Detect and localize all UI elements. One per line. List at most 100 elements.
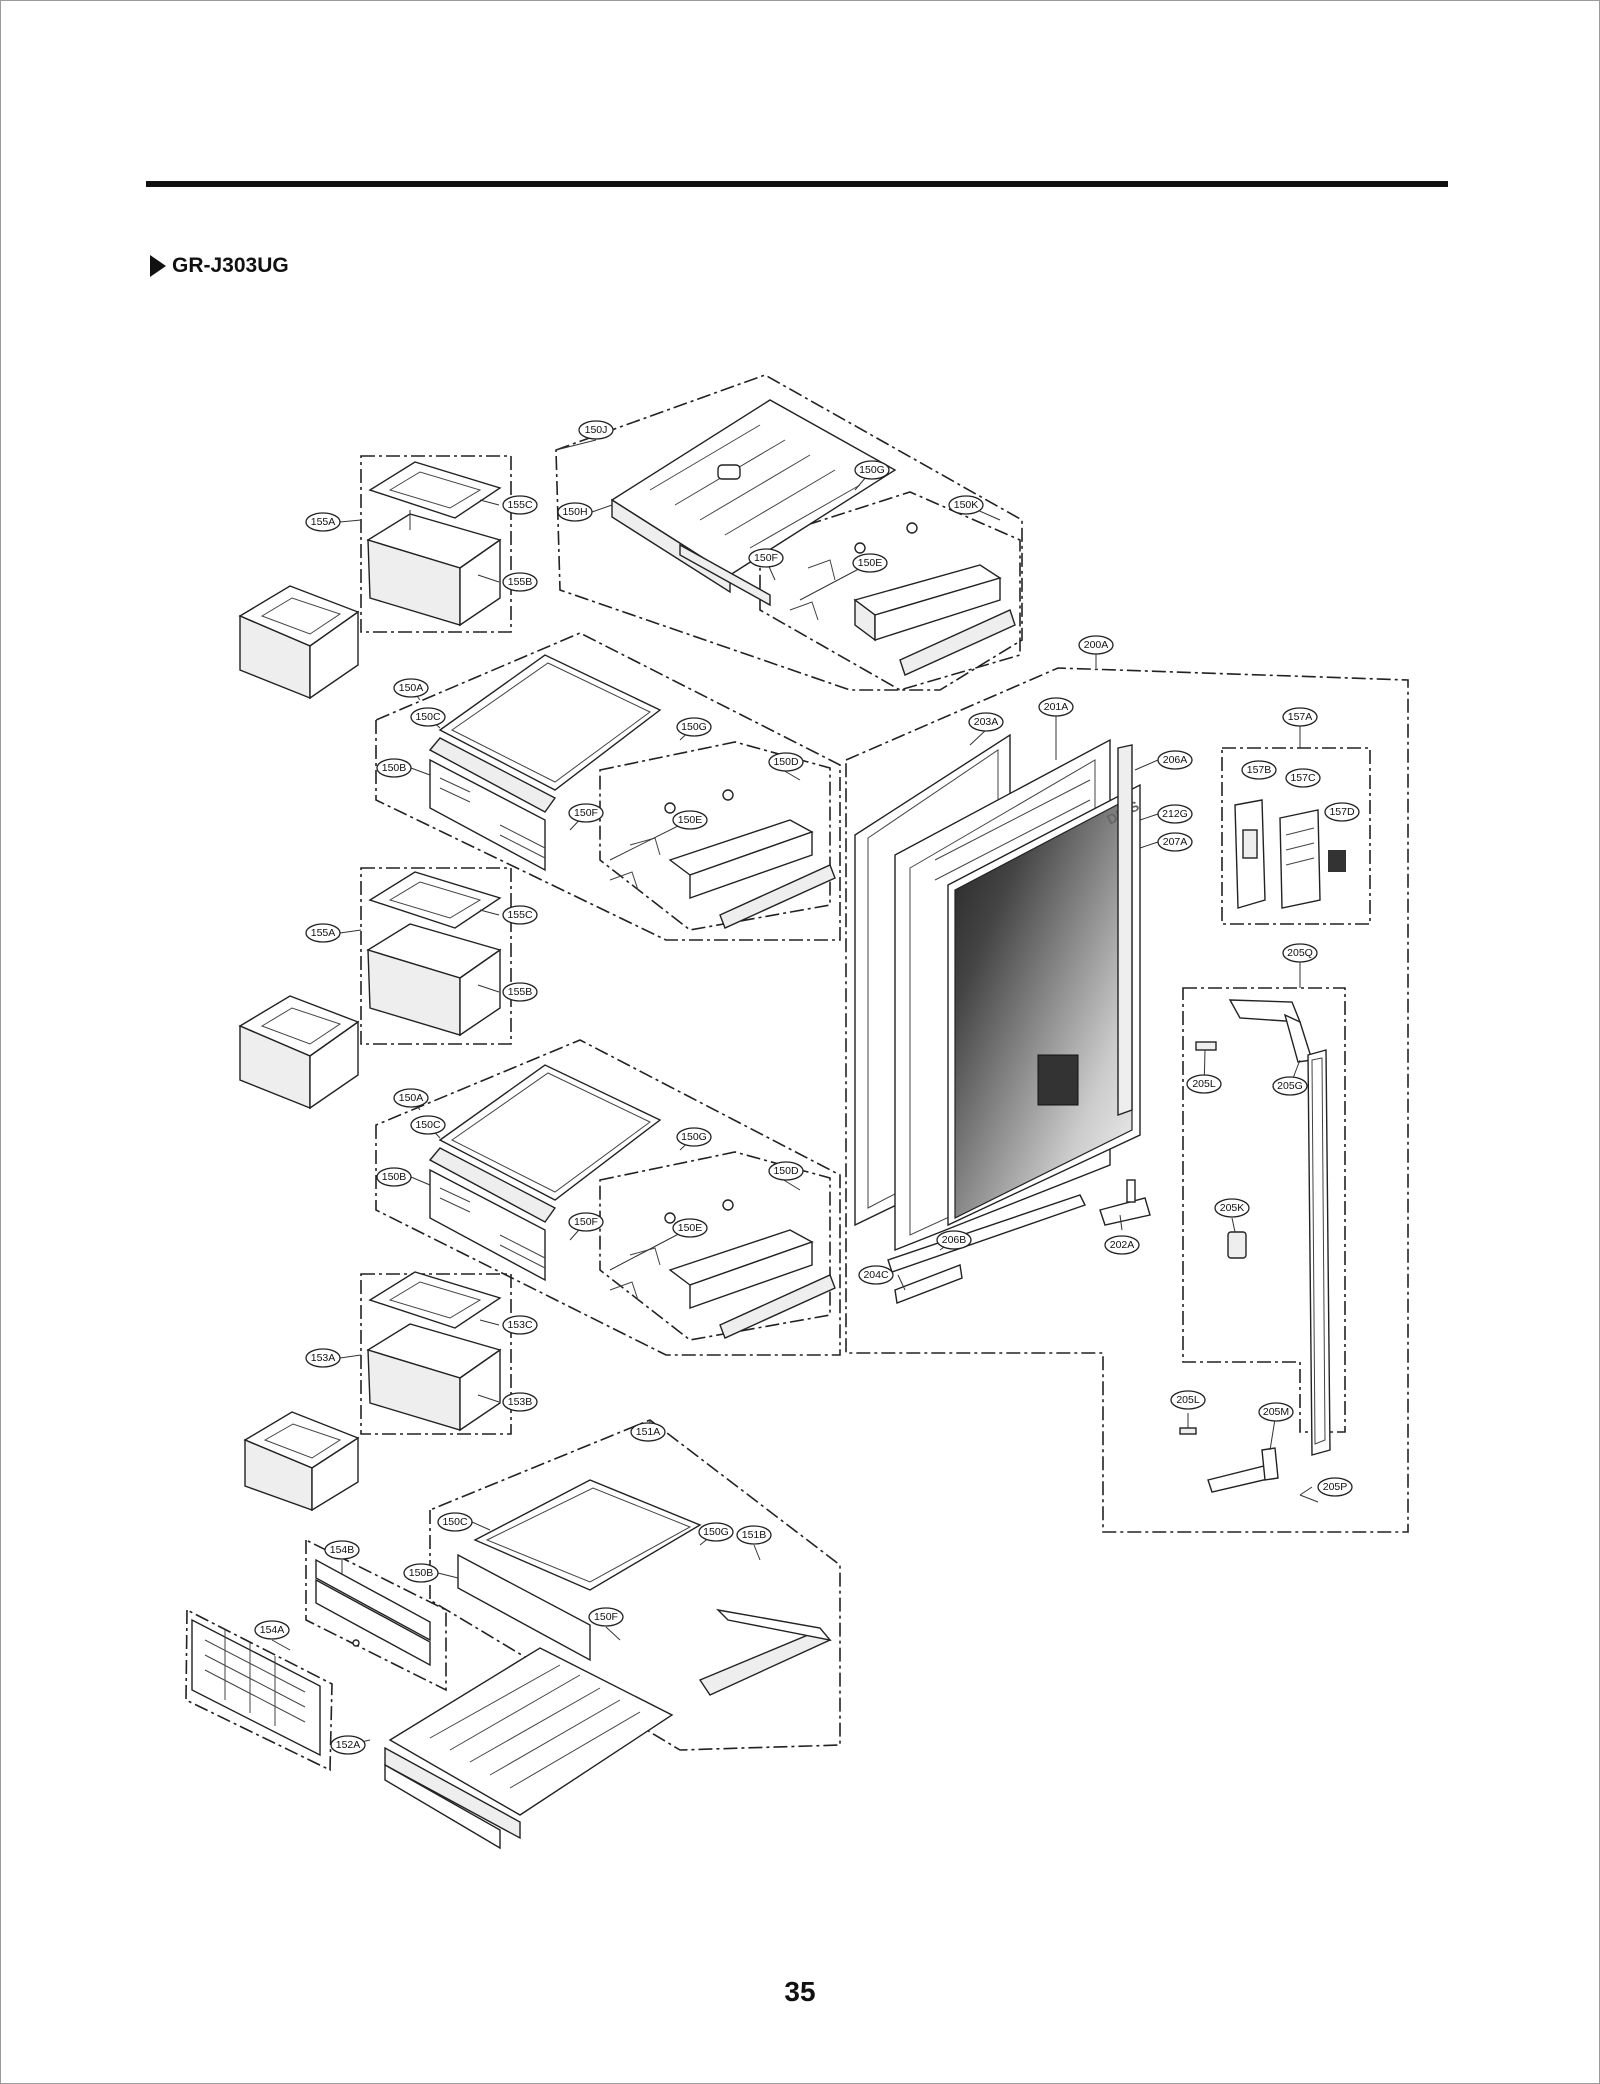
box-155-1 bbox=[366, 461, 502, 627]
group-fixture-150D-1 bbox=[599, 741, 831, 931]
vegetable-drawer bbox=[384, 1647, 674, 1850]
callout-206B: 206B bbox=[936, 1230, 972, 1250]
callout-206A: 206A bbox=[1157, 750, 1193, 770]
svg-text:150J: 150J bbox=[585, 424, 608, 436]
svg-text:205L: 205L bbox=[1176, 1394, 1200, 1406]
callout-200A: 200A bbox=[1078, 635, 1114, 655]
callout-154A: 154A bbox=[254, 1620, 290, 1640]
drawer-trim-154B bbox=[315, 1558, 431, 1667]
svg-text:206A: 206A bbox=[1163, 754, 1188, 766]
callout-205G: 205G bbox=[1272, 1076, 1308, 1096]
group-box-155-2 bbox=[360, 867, 512, 1045]
callout-153A: 153A bbox=[305, 1348, 341, 1368]
svg-text:207A: 207A bbox=[1163, 836, 1188, 848]
svg-text:157C: 157C bbox=[1290, 772, 1316, 784]
callout-150D: 150D bbox=[768, 752, 804, 772]
callout-150F: 150F bbox=[748, 548, 784, 568]
svg-text:150E: 150E bbox=[678, 814, 703, 826]
shelf-3 bbox=[428, 1064, 662, 1282]
callout-153C: 153C bbox=[502, 1315, 538, 1335]
callout-150A: 150A bbox=[393, 1088, 429, 1108]
drawer-cover-154A bbox=[191, 1618, 321, 1757]
svg-text:155A: 155A bbox=[311, 927, 336, 939]
callout-155A: 155A bbox=[305, 923, 341, 943]
top-shelf-rail bbox=[679, 543, 771, 607]
shelf-2 bbox=[428, 654, 662, 872]
svg-text:151B: 151B bbox=[742, 1529, 767, 1541]
callout-155B: 155B bbox=[502, 572, 538, 592]
group-fixture-150D-2 bbox=[599, 1151, 831, 1341]
callout-150C: 150C bbox=[437, 1512, 473, 1532]
callout-150F: 150F bbox=[568, 803, 604, 823]
svg-text:153C: 153C bbox=[507, 1319, 533, 1331]
group-shelf-3 bbox=[375, 1039, 841, 1356]
svg-text:150F: 150F bbox=[574, 807, 598, 819]
callout-150B: 150B bbox=[376, 1167, 412, 1187]
box-153 bbox=[366, 1271, 502, 1432]
svg-text:205P: 205P bbox=[1323, 1481, 1348, 1493]
door-display-panel bbox=[1037, 1054, 1079, 1106]
callout-155C: 155C bbox=[502, 905, 538, 925]
callout-150E: 150E bbox=[852, 553, 888, 573]
svg-text:155B: 155B bbox=[508, 986, 533, 998]
callout-205P: 205P bbox=[1317, 1477, 1353, 1497]
callout-150J: 150J bbox=[578, 420, 614, 440]
callout-153B: 153B bbox=[502, 1392, 538, 1412]
callout-150A: 150A bbox=[393, 678, 429, 698]
box-153-assembled bbox=[243, 1411, 360, 1512]
svg-text:150H: 150H bbox=[562, 506, 587, 518]
group-cover-154A bbox=[185, 1608, 333, 1772]
svg-text:150D: 150D bbox=[773, 1165, 799, 1177]
svg-text:206B: 206B bbox=[942, 1234, 967, 1246]
callout-202A: 202A bbox=[1104, 1235, 1140, 1255]
svg-text:152A: 152A bbox=[336, 1739, 361, 1751]
svg-text:150F: 150F bbox=[754, 552, 778, 564]
svg-text:155B: 155B bbox=[508, 576, 533, 588]
group-box-155-1 bbox=[360, 455, 512, 633]
svg-text:201A: 201A bbox=[1044, 701, 1069, 713]
callout-150G: 150G bbox=[676, 1127, 712, 1147]
svg-text:153B: 153B bbox=[508, 1396, 533, 1408]
page-number: 35 bbox=[784, 1976, 816, 2007]
group-door bbox=[845, 667, 1409, 1533]
box-155-2 bbox=[366, 871, 502, 1037]
svg-text:205Q: 205Q bbox=[1287, 947, 1313, 959]
fixture-150D-2 bbox=[609, 1199, 836, 1339]
callout-150G: 150G bbox=[854, 460, 890, 480]
svg-text:150C: 150C bbox=[415, 1119, 441, 1131]
callout-203A: 203A bbox=[968, 712, 1004, 732]
svg-text:157D: 157D bbox=[1329, 806, 1355, 818]
callout-150C: 150C bbox=[410, 1115, 446, 1135]
callout-157A: 157A bbox=[1282, 707, 1318, 727]
group-fixture-150K bbox=[759, 491, 1021, 691]
callout-150D: 150D bbox=[768, 1161, 804, 1181]
callout-154B: 154B bbox=[324, 1540, 360, 1560]
svg-text:150G: 150G bbox=[681, 721, 707, 733]
svg-text:205K: 205K bbox=[1220, 1202, 1245, 1214]
group-outlines bbox=[185, 374, 1409, 1772]
fixture-150K bbox=[789, 522, 1016, 676]
svg-text:150E: 150E bbox=[858, 557, 883, 569]
callout-150H: 150H bbox=[557, 502, 593, 522]
svg-text:150B: 150B bbox=[409, 1567, 434, 1579]
svg-text:150G: 150G bbox=[859, 464, 885, 476]
callout-157B: 157B bbox=[1241, 760, 1277, 780]
callout-150F: 150F bbox=[568, 1212, 604, 1232]
svg-text:154B: 154B bbox=[330, 1544, 355, 1556]
box-155-1-assembled bbox=[238, 585, 360, 700]
svg-text:157B: 157B bbox=[1247, 764, 1272, 776]
svg-text:155A: 155A bbox=[311, 516, 336, 528]
dispenser-157 bbox=[1234, 799, 1346, 909]
callout-150G: 150G bbox=[676, 717, 712, 737]
group-dispenser-157 bbox=[1221, 747, 1371, 925]
callout-212G: 212G bbox=[1157, 804, 1193, 824]
group-hinge-205 bbox=[1182, 987, 1346, 1433]
callout-152A: 152A bbox=[330, 1735, 366, 1755]
callout-151B: 151B bbox=[736, 1525, 772, 1545]
top-shelf-knob bbox=[717, 464, 741, 480]
model-heading: GR-J303UG bbox=[150, 254, 289, 278]
group-top-shelf bbox=[555, 374, 1023, 691]
callout-201A: 201A bbox=[1038, 697, 1074, 717]
callout-150K: 150K bbox=[948, 495, 984, 515]
callout-207A: 207A bbox=[1157, 832, 1193, 852]
